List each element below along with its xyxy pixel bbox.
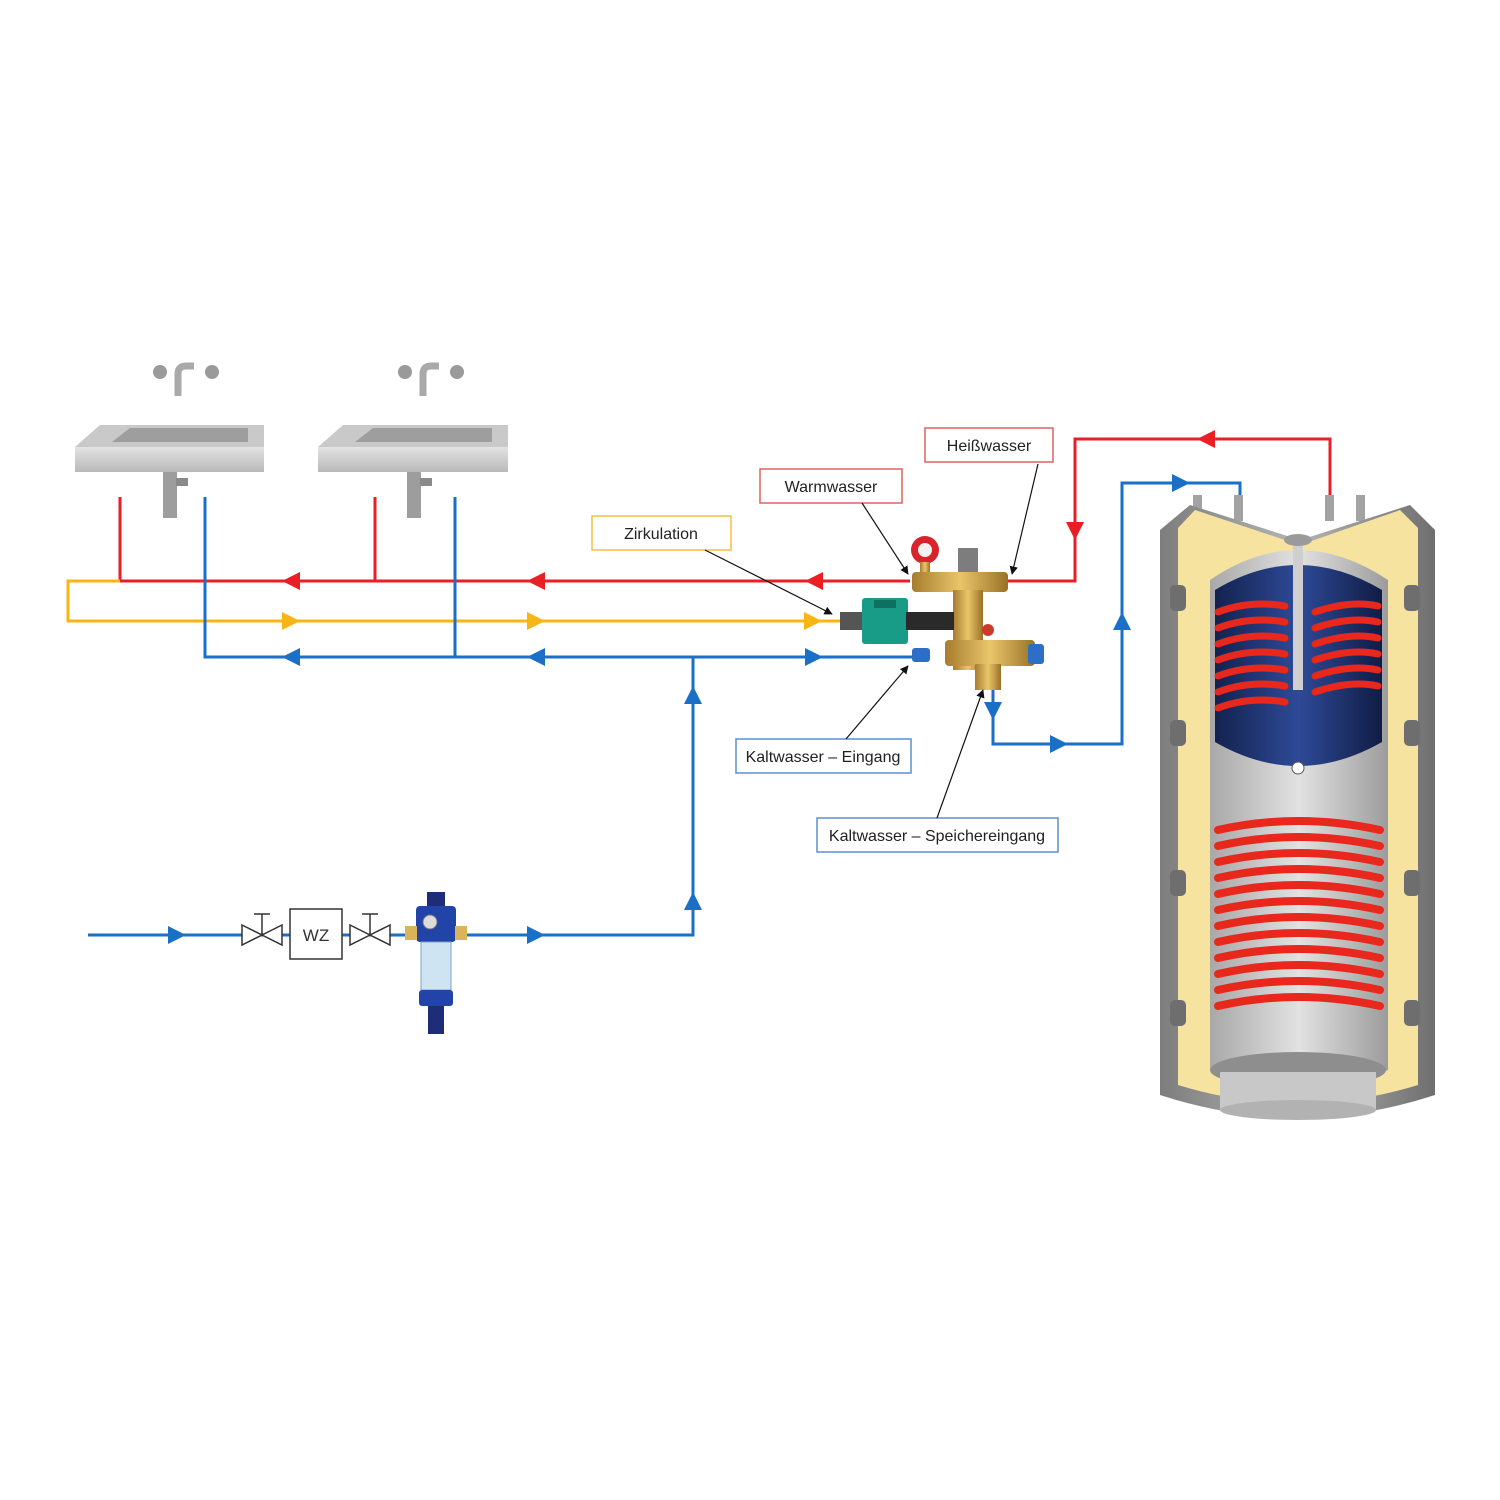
warm-water-callout: Warmwasser [759,468,909,575]
valve-icon [349,913,391,947]
cold-water-line [88,481,1242,937]
lower-coil [1214,817,1384,1010]
water-meter-icon: WZ [289,908,343,960]
faucet-icon [153,362,219,396]
water-filter-icon [405,892,467,1034]
circulation-callout: Zirkulation [591,515,833,615]
sink-left-icon [75,362,264,518]
cold-storage-inlet-label: Kaltwasser – Speichereingang [829,828,1045,845]
faucet-icon [398,362,464,396]
storage-tank-icon [1160,495,1435,1120]
warm-water-label: Warmwasser [785,479,878,496]
mixing-valve-group-icon [840,536,1044,690]
valve-icon [241,913,283,947]
hot-water-callout: Heißwasser [924,427,1054,575]
cold-inlet-label: Kaltwasser – Eingang [746,749,901,766]
upper-coil [1214,600,1382,712]
flow-arrow-icon [168,430,1215,944]
hot-water-label: Heißwasser [947,438,1032,455]
pump-icon [840,598,954,644]
circulation-label: Zirkulation [624,526,698,543]
cold-inlet-callout: Kaltwasser – Eingang [735,665,912,774]
water-meter-label: WZ [303,926,329,945]
cold-storage-inlet-callout: Kaltwasser – Speichereingang [816,689,1059,853]
sink-right-icon [318,362,508,518]
